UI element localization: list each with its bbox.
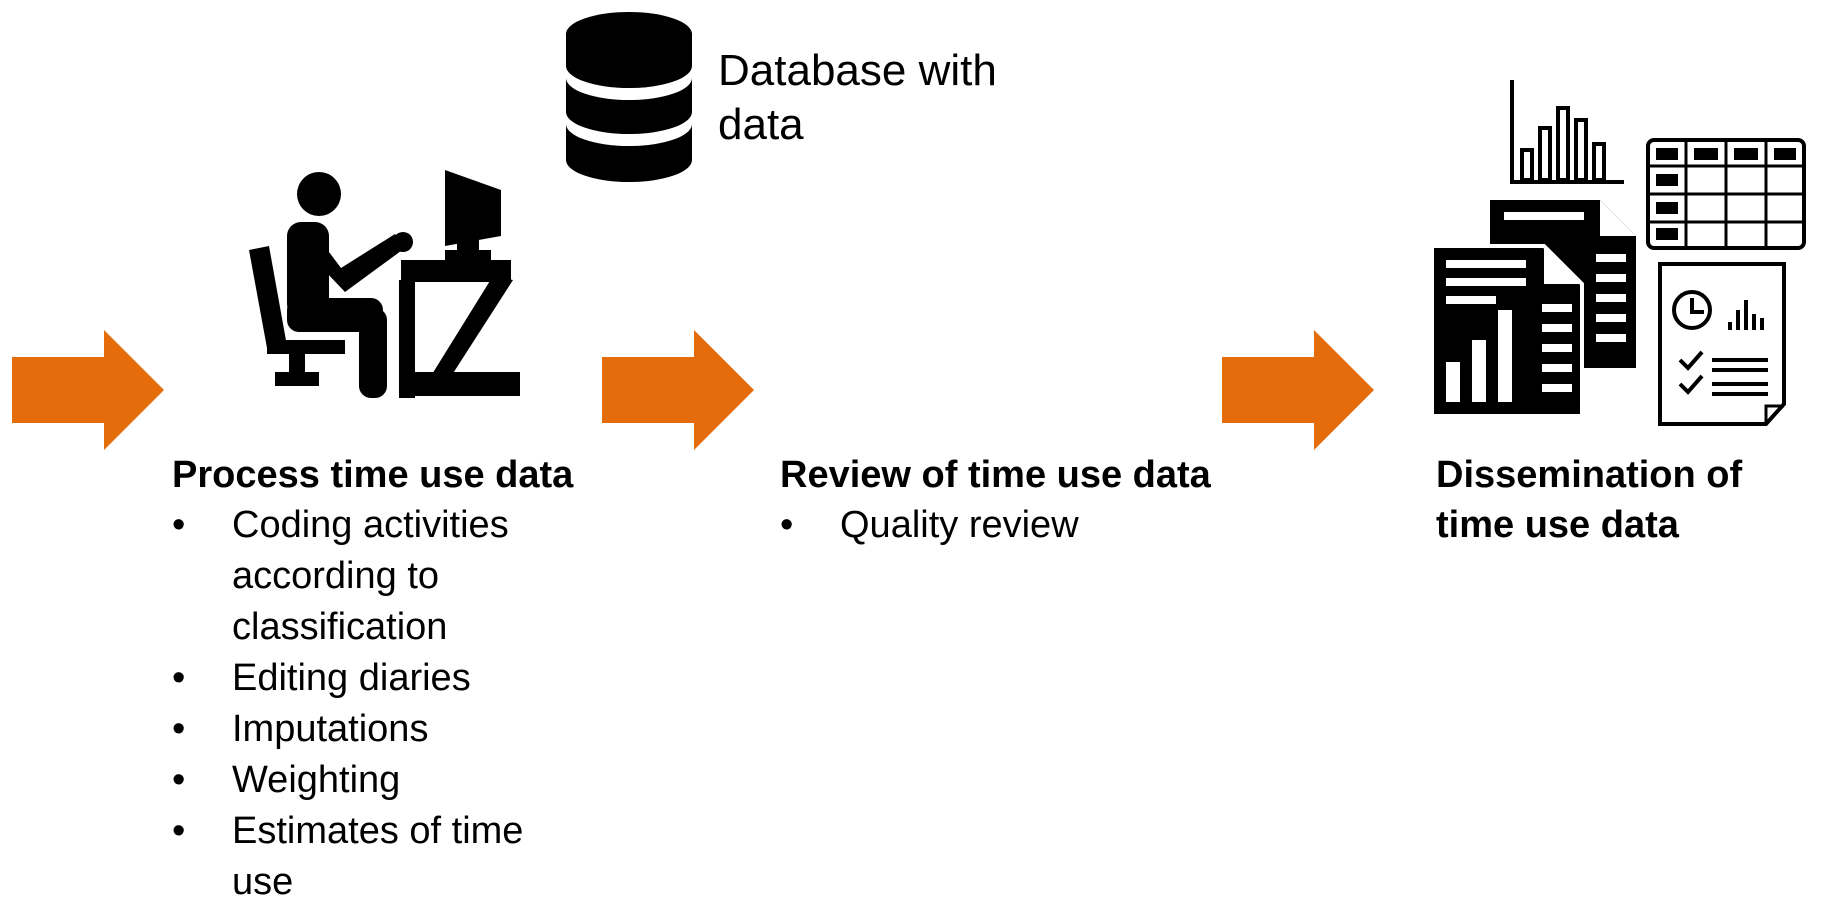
- flow-arrow-2: [602, 330, 754, 450]
- step-dissemination: Dissemination of time use data: [1436, 450, 1826, 550]
- step-bullet-list: Coding activities according to classific…: [172, 500, 592, 908]
- person-at-computer-icon: [245, 168, 520, 400]
- list-item: Coding activities according to classific…: [172, 500, 592, 653]
- checklist-report-icon: [1658, 262, 1786, 426]
- step-process: Process time use data Coding activities …: [172, 450, 592, 908]
- list-item: Estimates of time use: [172, 806, 592, 908]
- clock-icon: [1672, 290, 1712, 330]
- list-item: Editing diaries: [172, 653, 592, 704]
- document-with-chart-icon: [1432, 244, 1584, 418]
- list-item: Weighting: [172, 755, 592, 806]
- table-icon: [1646, 138, 1806, 250]
- list-item: Imputations: [172, 704, 592, 755]
- reports-and-charts-icon: [1432, 78, 1810, 430]
- arrow-shape: [1222, 330, 1374, 450]
- flow-arrow-1: [12, 330, 164, 450]
- database-icon: [566, 12, 692, 184]
- database-label: Database with data: [718, 46, 997, 149]
- arrow-shape: [602, 330, 754, 450]
- step-title: Dissemination of time use data: [1436, 454, 1743, 546]
- step-title: Process time use data: [172, 454, 574, 496]
- check-icon: [1678, 350, 1704, 371]
- step-title: Review of time use data: [780, 454, 1211, 496]
- list-item: Quality review: [780, 500, 1250, 551]
- arrow-shape: [12, 330, 164, 450]
- check-icon: [1678, 374, 1704, 395]
- step-bullet-list: Quality review: [780, 500, 1250, 551]
- bar-chart-icon: [1510, 80, 1624, 184]
- flow-arrow-3: [1222, 330, 1374, 450]
- step-review: Review of time use data Quality review: [780, 450, 1250, 551]
